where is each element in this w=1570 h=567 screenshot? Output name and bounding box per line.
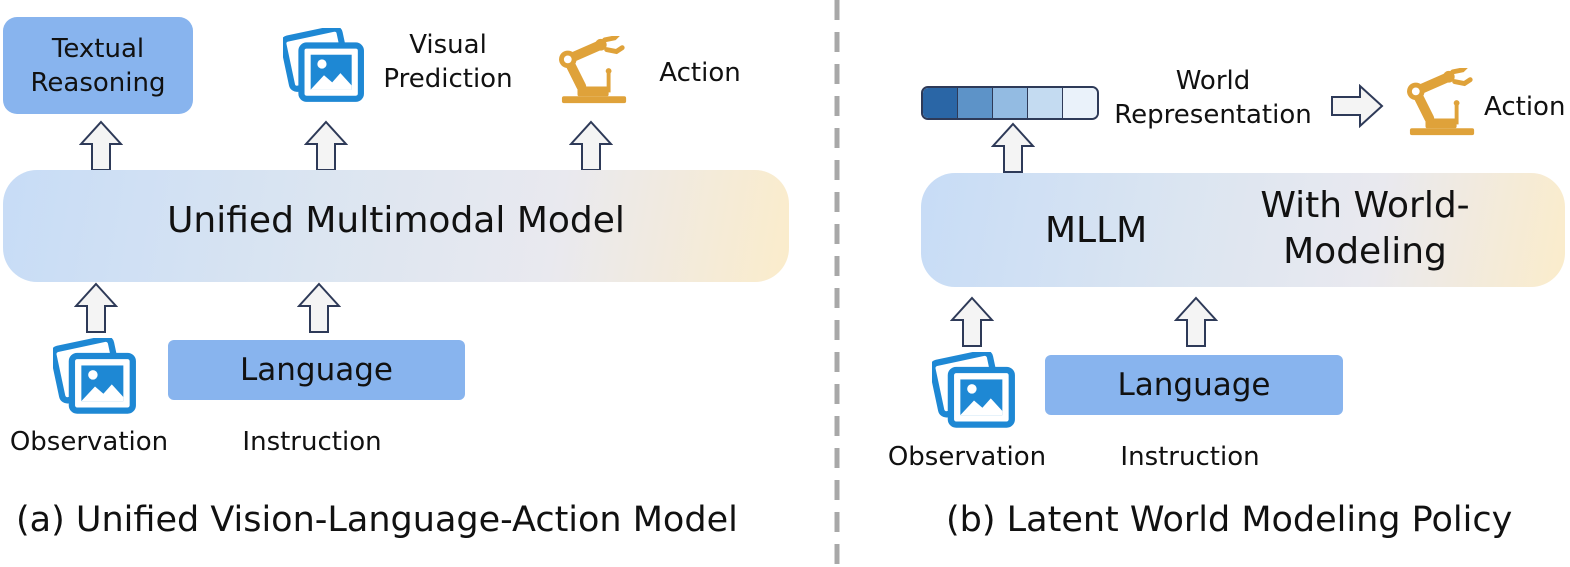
right-arrow-icon — [1330, 84, 1384, 128]
visual-prediction-line2: Prediction — [383, 64, 513, 94]
panel-a: Textual Reasoning Visual Prediction Acti… — [3, 17, 789, 540]
panel-divider — [834, 0, 840, 567]
world-modeling-line2: Modeling — [1283, 231, 1447, 272]
mllm-label: MLLM — [1045, 210, 1148, 251]
token-cell — [958, 88, 993, 118]
up-arrow-icon — [991, 122, 1035, 174]
up-arrow-icon — [1174, 296, 1218, 348]
instruction-label: Instruction — [1120, 442, 1260, 472]
up-arrow-icon — [79, 120, 123, 172]
action-label-a: Action — [659, 58, 741, 88]
up-arrow-icon — [950, 296, 994, 348]
up-arrow-icon — [304, 120, 348, 172]
caption-b: (b) Latent World Modeling Policy — [946, 500, 1513, 540]
observation-label: Observation — [9, 427, 169, 457]
world-representation-label: World Representation — [1110, 64, 1316, 132]
token-cell — [993, 88, 1028, 118]
token-cell — [923, 88, 958, 118]
unified-multimodal-model-label: Unified Multimodal Model — [167, 200, 625, 241]
up-arrow-icon — [297, 282, 341, 334]
visual-prediction-label: Visual Prediction — [378, 28, 518, 96]
up-arrow-icon — [74, 282, 118, 334]
world-representation-line1: World — [1175, 66, 1251, 96]
robot-arm-icon — [556, 36, 634, 106]
token-cell — [1063, 88, 1097, 118]
observation-image-icon — [932, 352, 1016, 430]
world-modeling-line1: With World- — [1260, 185, 1470, 226]
caption-a: (a) Unified Vision-Language-Action Model — [16, 500, 738, 540]
world-representation-tokens — [921, 86, 1099, 120]
up-arrow-icon — [569, 120, 613, 172]
instruction-label: Instruction — [242, 427, 382, 457]
textual-reasoning-line2: Reasoning — [30, 67, 166, 98]
action-label-b: Action — [1484, 92, 1566, 122]
panel-b: World Representation Action MLLM With Wo… — [842, 0, 1570, 567]
robot-arm-icon — [1404, 68, 1482, 138]
token-cell — [1028, 88, 1063, 118]
world-representation-line2: Representation — [1114, 100, 1312, 130]
textual-reasoning-box: Textual Reasoning — [3, 17, 193, 114]
visual-prediction-image-icon — [283, 28, 365, 104]
observation-label: Observation — [887, 442, 1047, 472]
language-box: Language — [168, 340, 465, 400]
visual-prediction-line1: Visual — [409, 30, 487, 60]
unified-multimodal-model-bar: Unified Multimodal Model — [3, 170, 789, 282]
observation-image-icon — [53, 338, 137, 416]
language-box: Language — [1045, 355, 1343, 415]
mllm-world-modeling-bar: MLLM With World- Modeling — [921, 173, 1565, 287]
world-modeling-label: With World- Modeling — [1245, 183, 1485, 275]
textual-reasoning-line1: Textual — [51, 33, 145, 64]
